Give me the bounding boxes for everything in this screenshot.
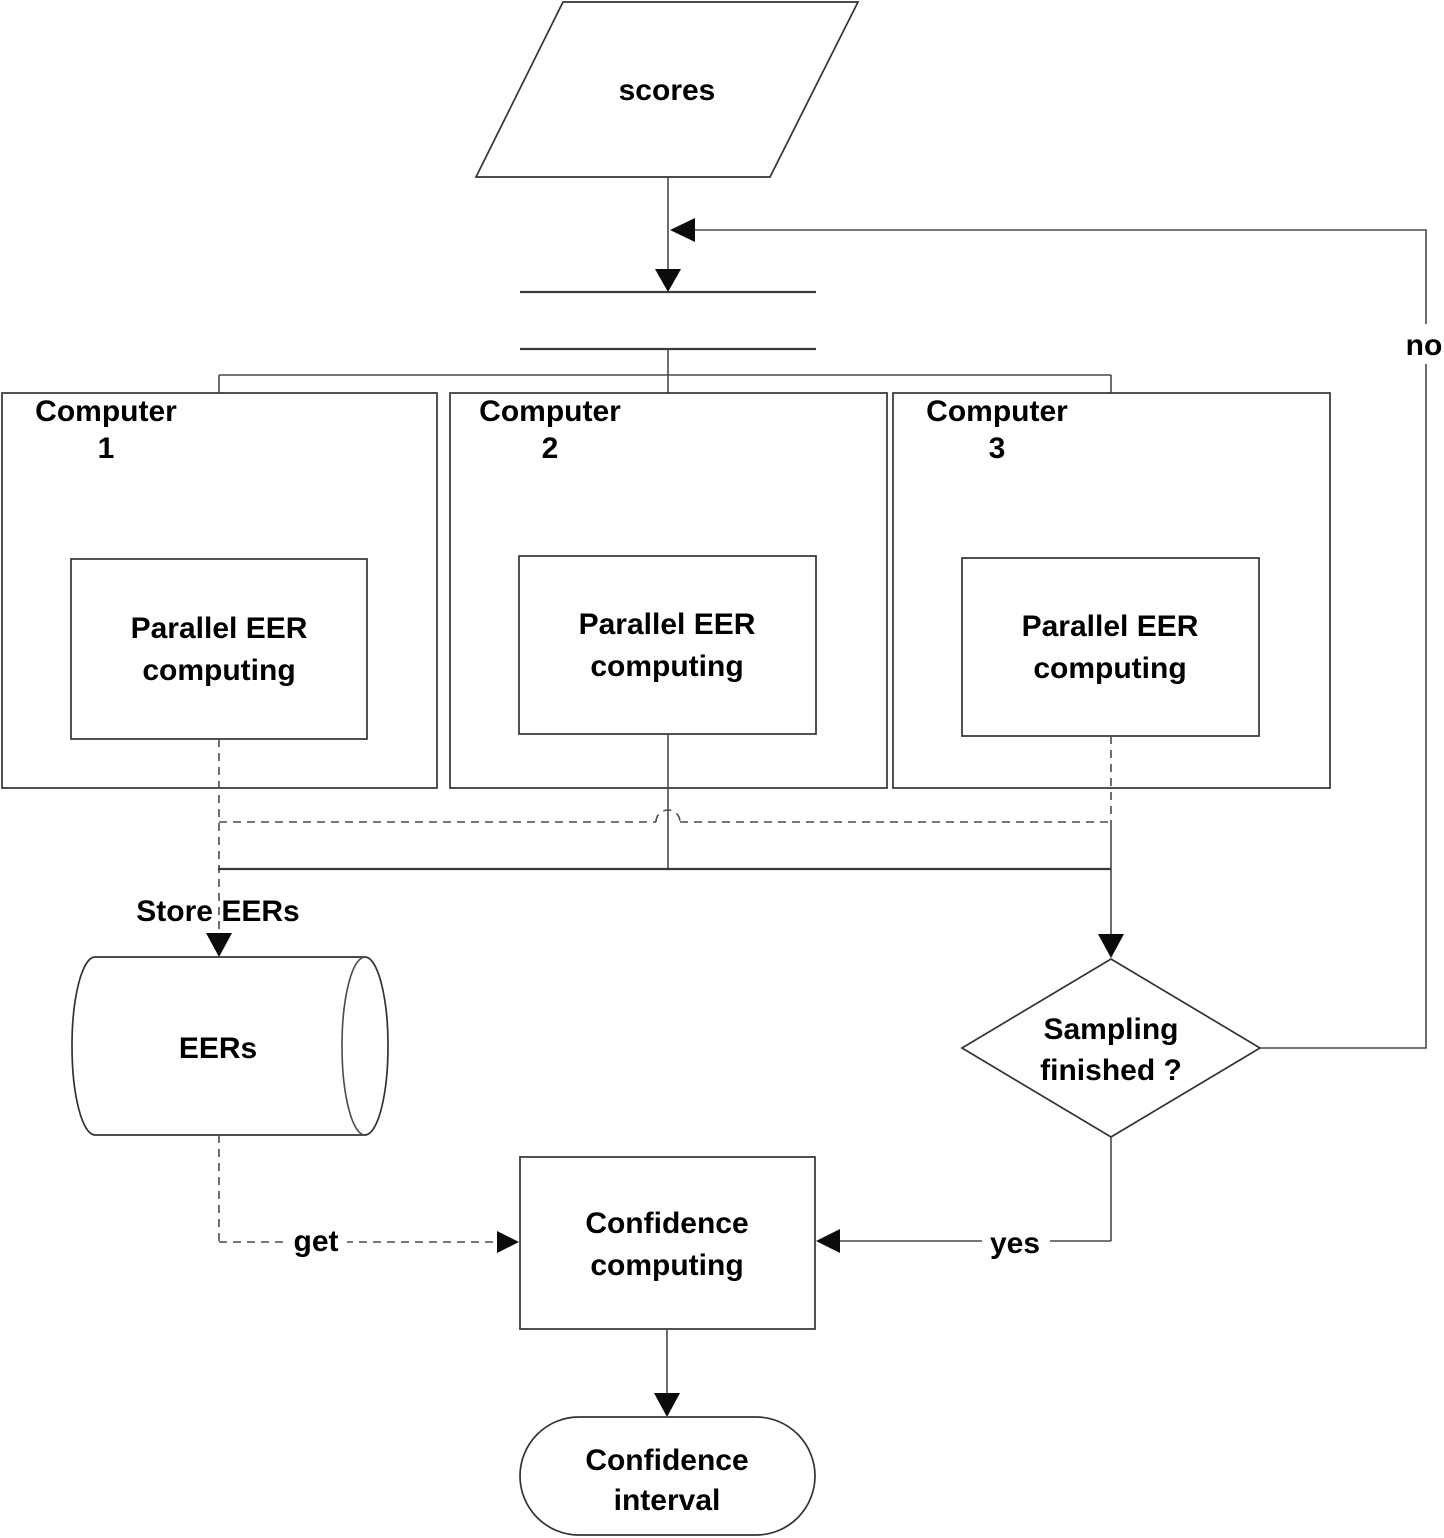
computer3-label-line2: 3 [989,432,1006,465]
get-label: get [294,1225,339,1258]
decision-diamond-shape [960,958,1262,1138]
computer3-label-line1: Computer [926,395,1068,428]
computer1-process-line1: Parallel EER [131,612,308,645]
computer1-label-line2: 1 [98,432,115,465]
get-label-bg [287,1224,347,1262]
yes-label-bg [982,1225,1050,1263]
computer1-process-box [70,558,368,740]
store-eers-label: Store EERs [136,895,299,928]
interval-arrowhead-icon [654,1393,680,1417]
computer2-process-box [518,555,817,735]
confidence-computing-line2: computing [590,1249,743,1282]
yes-arrowhead-icon [816,1229,840,1253]
confidence-computing-line1: Confidence [585,1207,748,1240]
node-scores: scores [474,1,860,178]
no-join-arrowhead-icon [670,218,695,242]
confidence-interval-terminator [519,1416,816,1536]
computer2-process-line2: computing [590,650,743,683]
confidence-computing-box [519,1156,816,1330]
eers-label: EERs [179,1032,257,1065]
decision-label-line2: finished ? [1040,1054,1182,1087]
node-sampling-decision: Sampling finished ? [960,958,1262,1138]
computer3-process-line2: computing [1033,652,1186,685]
confidence-interval-line1: Confidence [585,1444,748,1477]
node-computer2: Computer 2 Parallel EER computing [449,392,888,789]
get-arrowhead-icon [497,1231,519,1253]
computer2-label-line1: Computer [479,395,621,428]
decision-arrowhead-icon [1098,934,1124,958]
store-arrowhead-icon [206,933,232,957]
computer1-label-line1: Computer [35,395,177,428]
node-computer3: Computer 3 Parallel EER computing [892,392,1331,789]
scores-parallelogram-shape [474,1,860,178]
edge-eers-get-dashed [218,1135,497,1243]
fork-arrowhead-icon [655,269,681,292]
computer3-process-line1: Parallel EER [1022,610,1199,643]
yes-label: yes [990,1227,1040,1260]
computer2-process-line1: Parallel EER [579,608,756,641]
node-computer1: Computer 1 Parallel EER computing [1,392,438,789]
eers-cylinder-endcap [341,956,366,1136]
edge-decision-yes-path [840,1137,1112,1242]
no-label: no [1406,329,1443,362]
node-confidence-computing: Confidence computing [519,1156,816,1330]
no-label-bg [1400,324,1444,364]
computer2-label-line2: 2 [542,432,559,465]
node-confidence-interval: Confidence interval [519,1416,816,1536]
scores-label: scores [619,74,716,107]
no-feedback-path [695,229,1427,1049]
computer3-process-box [961,557,1260,737]
computer1-process-line2: computing [142,654,295,687]
node-eers-storage: EERs [71,956,389,1136]
decision-label-line1: Sampling [1043,1013,1178,1046]
confidence-interval-line2: interval [614,1484,721,1517]
